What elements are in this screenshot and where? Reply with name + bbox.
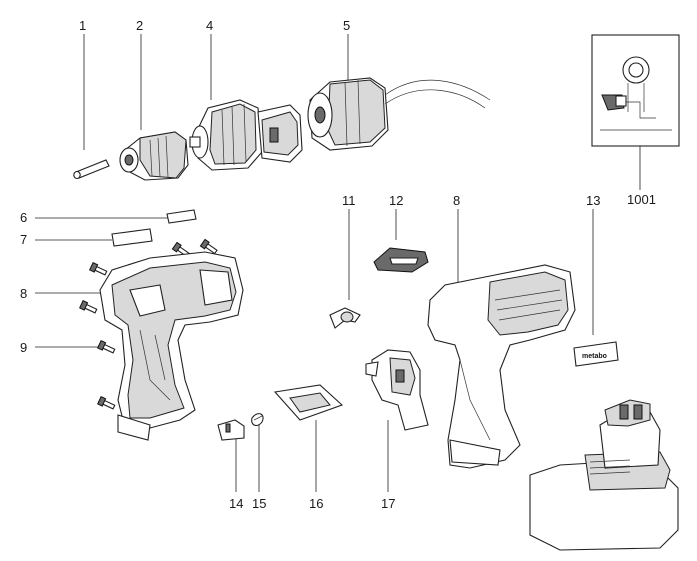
part-6-label — [166, 209, 197, 224]
part-8-housing-left — [99, 251, 244, 441]
part-13-brand-sticker: metabo — [573, 341, 619, 367]
callout-6: 6 — [20, 210, 27, 225]
part-15-spring — [251, 413, 264, 427]
callout-15: 15 — [252, 496, 266, 511]
part-8-housing-right — [427, 264, 576, 469]
part-1001-wiring-inset — [591, 34, 680, 147]
callout-16: 16 — [309, 496, 323, 511]
callout-11: 11 — [342, 193, 356, 208]
part-7-label — [111, 228, 153, 247]
part-17-switch-assembly — [365, 349, 429, 431]
callout-1001: 1001 — [627, 192, 656, 207]
part-16-bracket — [273, 384, 344, 421]
part-12-latch — [373, 247, 429, 273]
callout-5: 5 — [343, 18, 350, 33]
callout-1: 1 — [79, 18, 86, 33]
battery-pack — [529, 399, 679, 551]
leader-lines — [35, 34, 641, 492]
callout-7: 7 — [20, 232, 27, 247]
callout-9: 9 — [20, 340, 27, 355]
motor-wiring-symbol-icon — [600, 56, 672, 131]
callout-8-right: 8 — [453, 193, 460, 208]
callout-17: 17 — [381, 496, 395, 511]
part-2-chuck — [119, 131, 189, 181]
part-4-gearbox — [189, 99, 303, 171]
callout-2: 2 — [136, 18, 143, 33]
part-1-pin — [73, 159, 110, 180]
part-11-switch — [329, 307, 361, 329]
callouts: 1 2 4 5 6 7 8 9 11 12 8 13 1001 14 15 16… — [20, 18, 656, 511]
callout-12: 12 — [389, 193, 403, 208]
part-5-motor — [307, 77, 491, 151]
callout-13: 13 — [586, 193, 600, 208]
callout-14: 14 — [229, 496, 243, 511]
callout-8-left: 8 — [20, 286, 27, 301]
part-14-clip — [217, 419, 245, 441]
brand-sticker-text: metabo — [582, 353, 607, 360]
callout-4: 4 — [206, 18, 213, 33]
